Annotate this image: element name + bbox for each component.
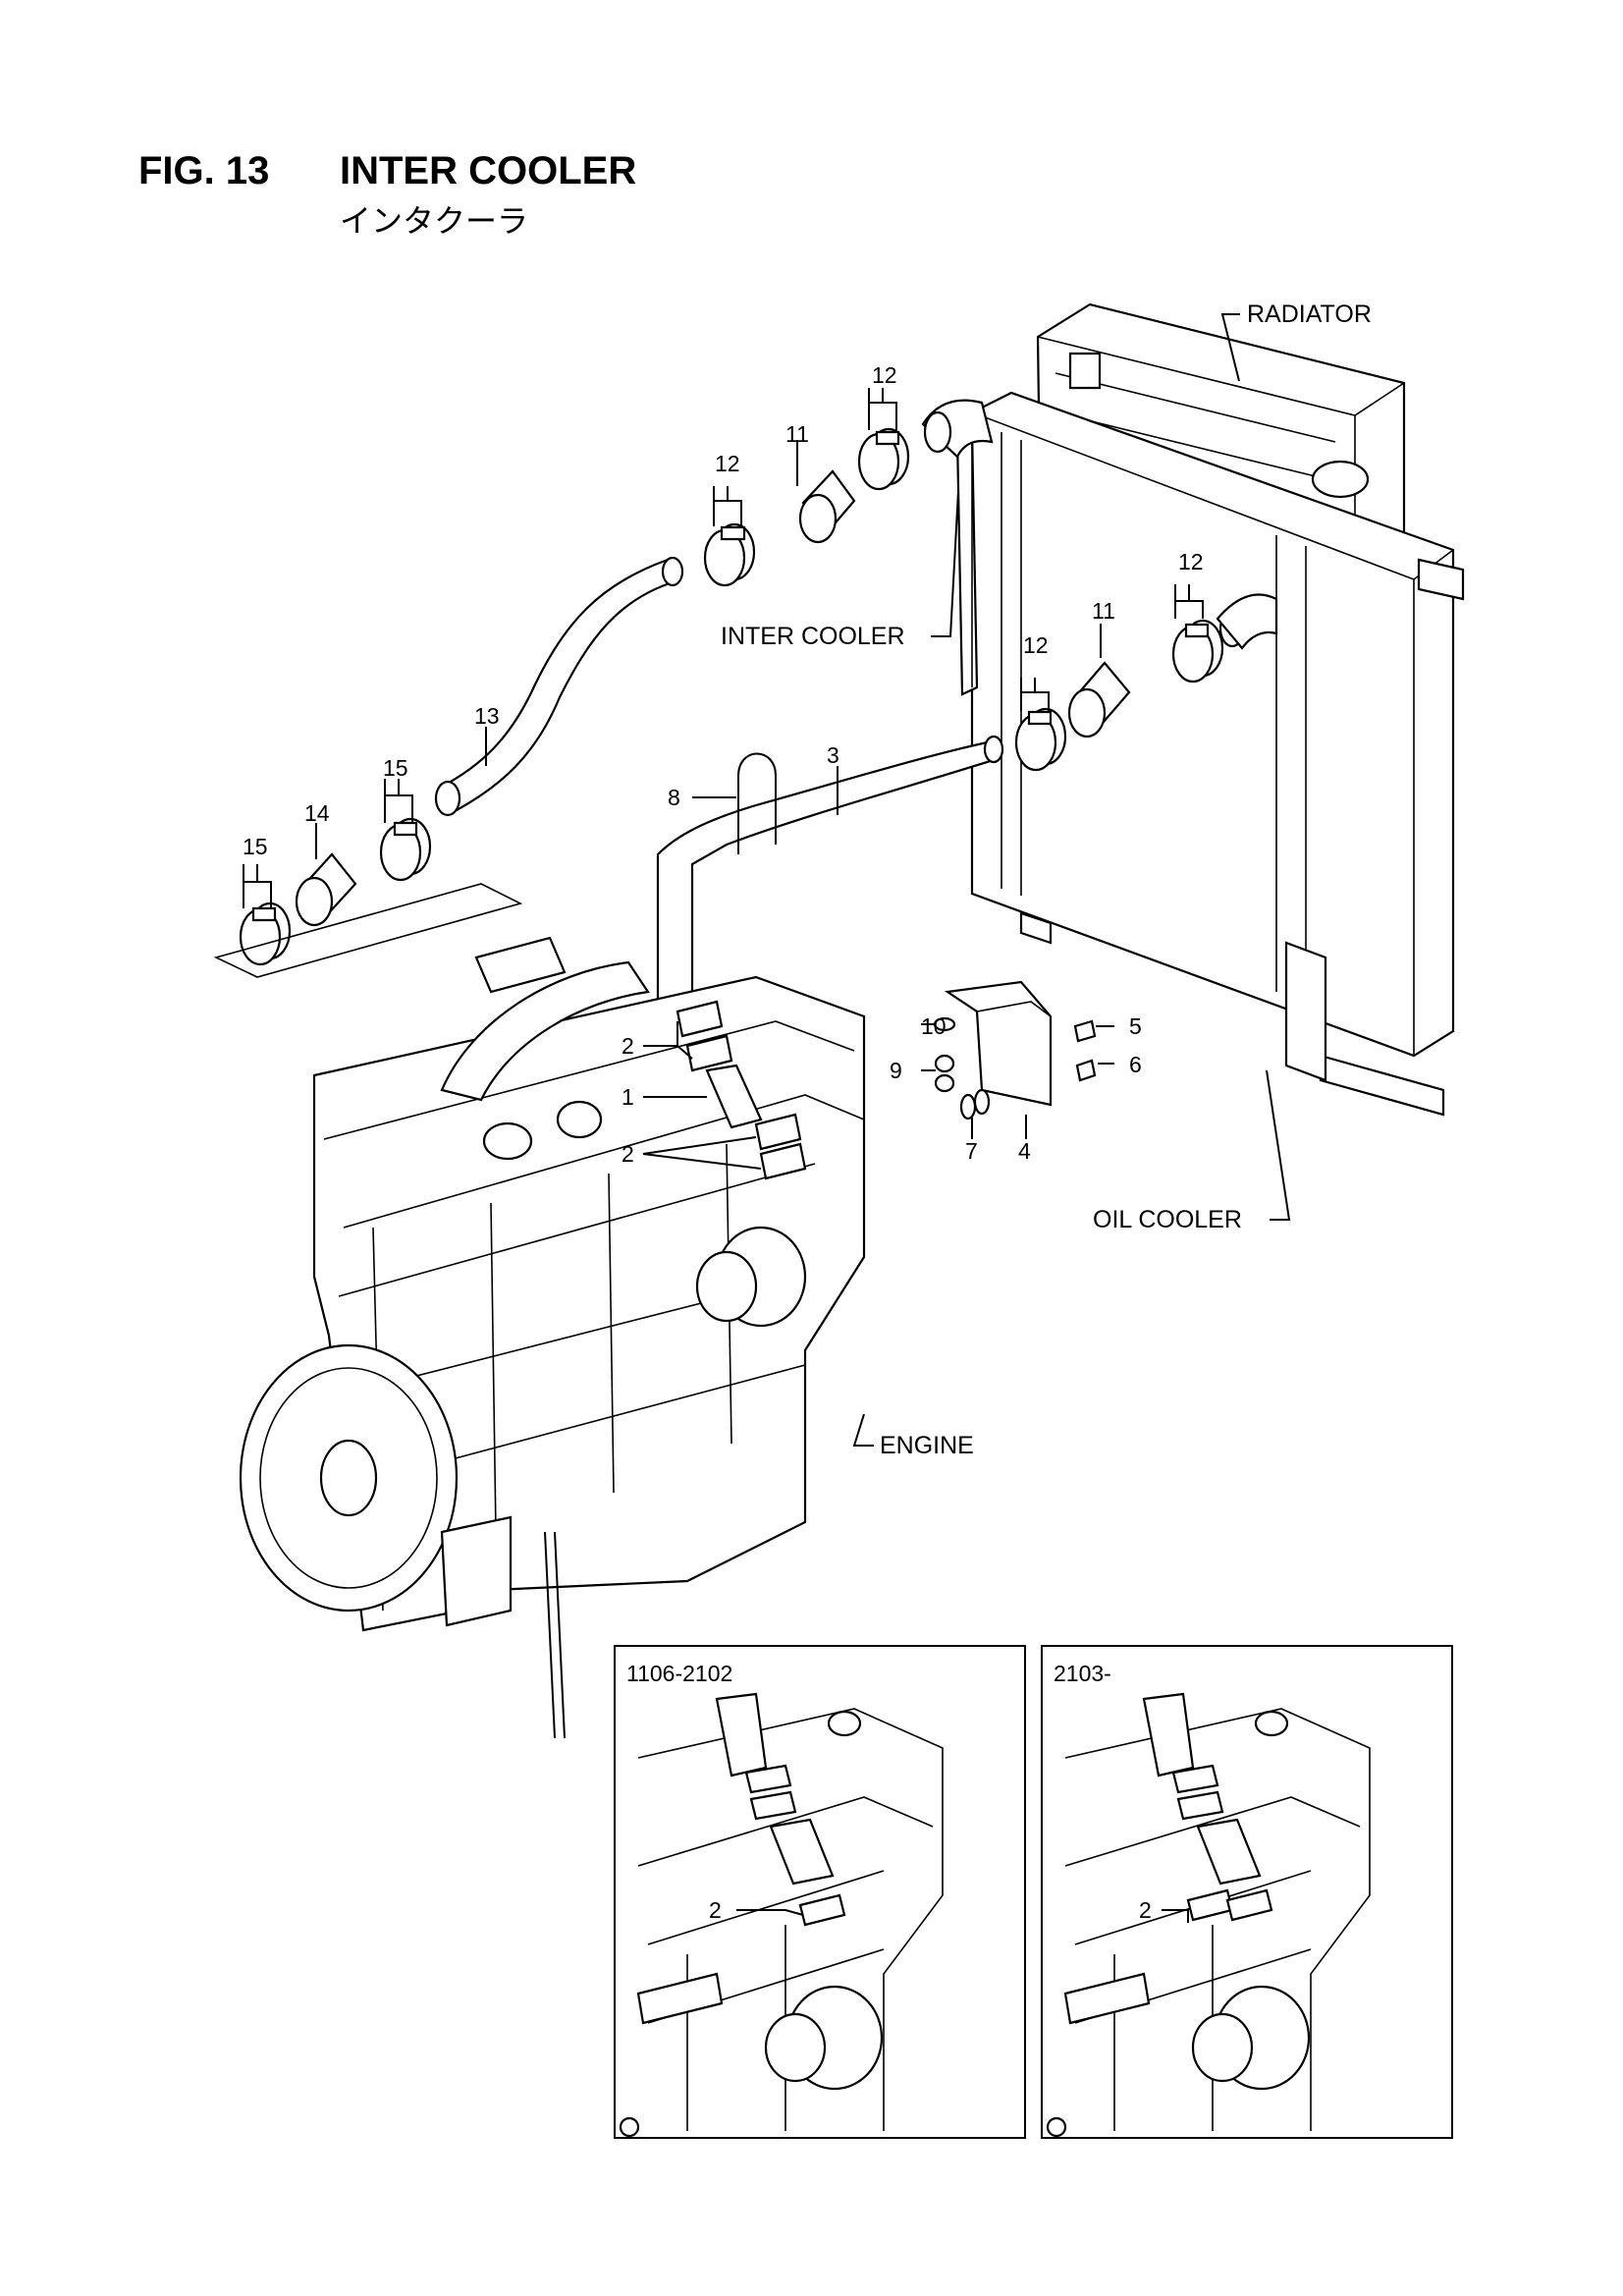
callout-5: 5 [1129, 1013, 1142, 1039]
upper-hose-assembly [213, 399, 994, 978]
inset-right-callout-2: 2 [1139, 1897, 1152, 1923]
engine-drawing [239, 936, 866, 1739]
callout-15: 15 [243, 834, 268, 859]
callout-11: 11 [785, 421, 809, 447]
callout-12: 12 [715, 451, 740, 476]
leader-lines [243, 313, 1291, 1447]
inter-cooler-label: INTER COOLER [721, 623, 905, 650]
callout-1: 1 [622, 1084, 634, 1110]
callout-6: 6 [1129, 1052, 1142, 1077]
inset-left: 1106-2102 2 [614, 1645, 1026, 2139]
figure-title-japanese: インタクーラ [340, 202, 529, 240]
callout-12: 12 [1023, 632, 1049, 658]
radiator-drawing [970, 302, 1465, 1117]
callout-8: 8 [668, 785, 680, 810]
callout-4: 4 [1018, 1138, 1031, 1164]
radiator-label: RADIATOR [1247, 301, 1372, 328]
callout-12: 12 [1178, 549, 1204, 574]
figure-number: FIG. 13 [138, 149, 270, 192]
inset-right-serial: 2103- [1054, 1661, 1111, 1686]
callout-2: 2 [622, 1033, 634, 1059]
oil-cooler-label: OIL COOLER [1093, 1206, 1242, 1233]
inset-left-callout-2: 2 [709, 1897, 722, 1923]
callout-3: 3 [827, 742, 839, 768]
callout-13: 13 [474, 703, 500, 729]
callout-2: 2 [622, 1141, 634, 1167]
callout-10: 10 [921, 1013, 947, 1039]
callout-7: 7 [965, 1138, 978, 1164]
callout-14: 14 [304, 800, 330, 826]
lower-hose-assembly [656, 593, 1278, 1023]
engine-label: ENGINE [880, 1432, 974, 1459]
callout-11: 11 [1092, 598, 1115, 624]
inset-left-serial: 1106-2102 [626, 1661, 732, 1686]
callout-15: 15 [383, 755, 408, 781]
inset-right: 2103- 2 [1041, 1645, 1453, 2139]
figure-title: INTER COOLER [340, 149, 637, 192]
bracket-hardware [933, 980, 1097, 1121]
callout-12: 12 [872, 362, 897, 388]
callout-9: 9 [890, 1058, 902, 1083]
